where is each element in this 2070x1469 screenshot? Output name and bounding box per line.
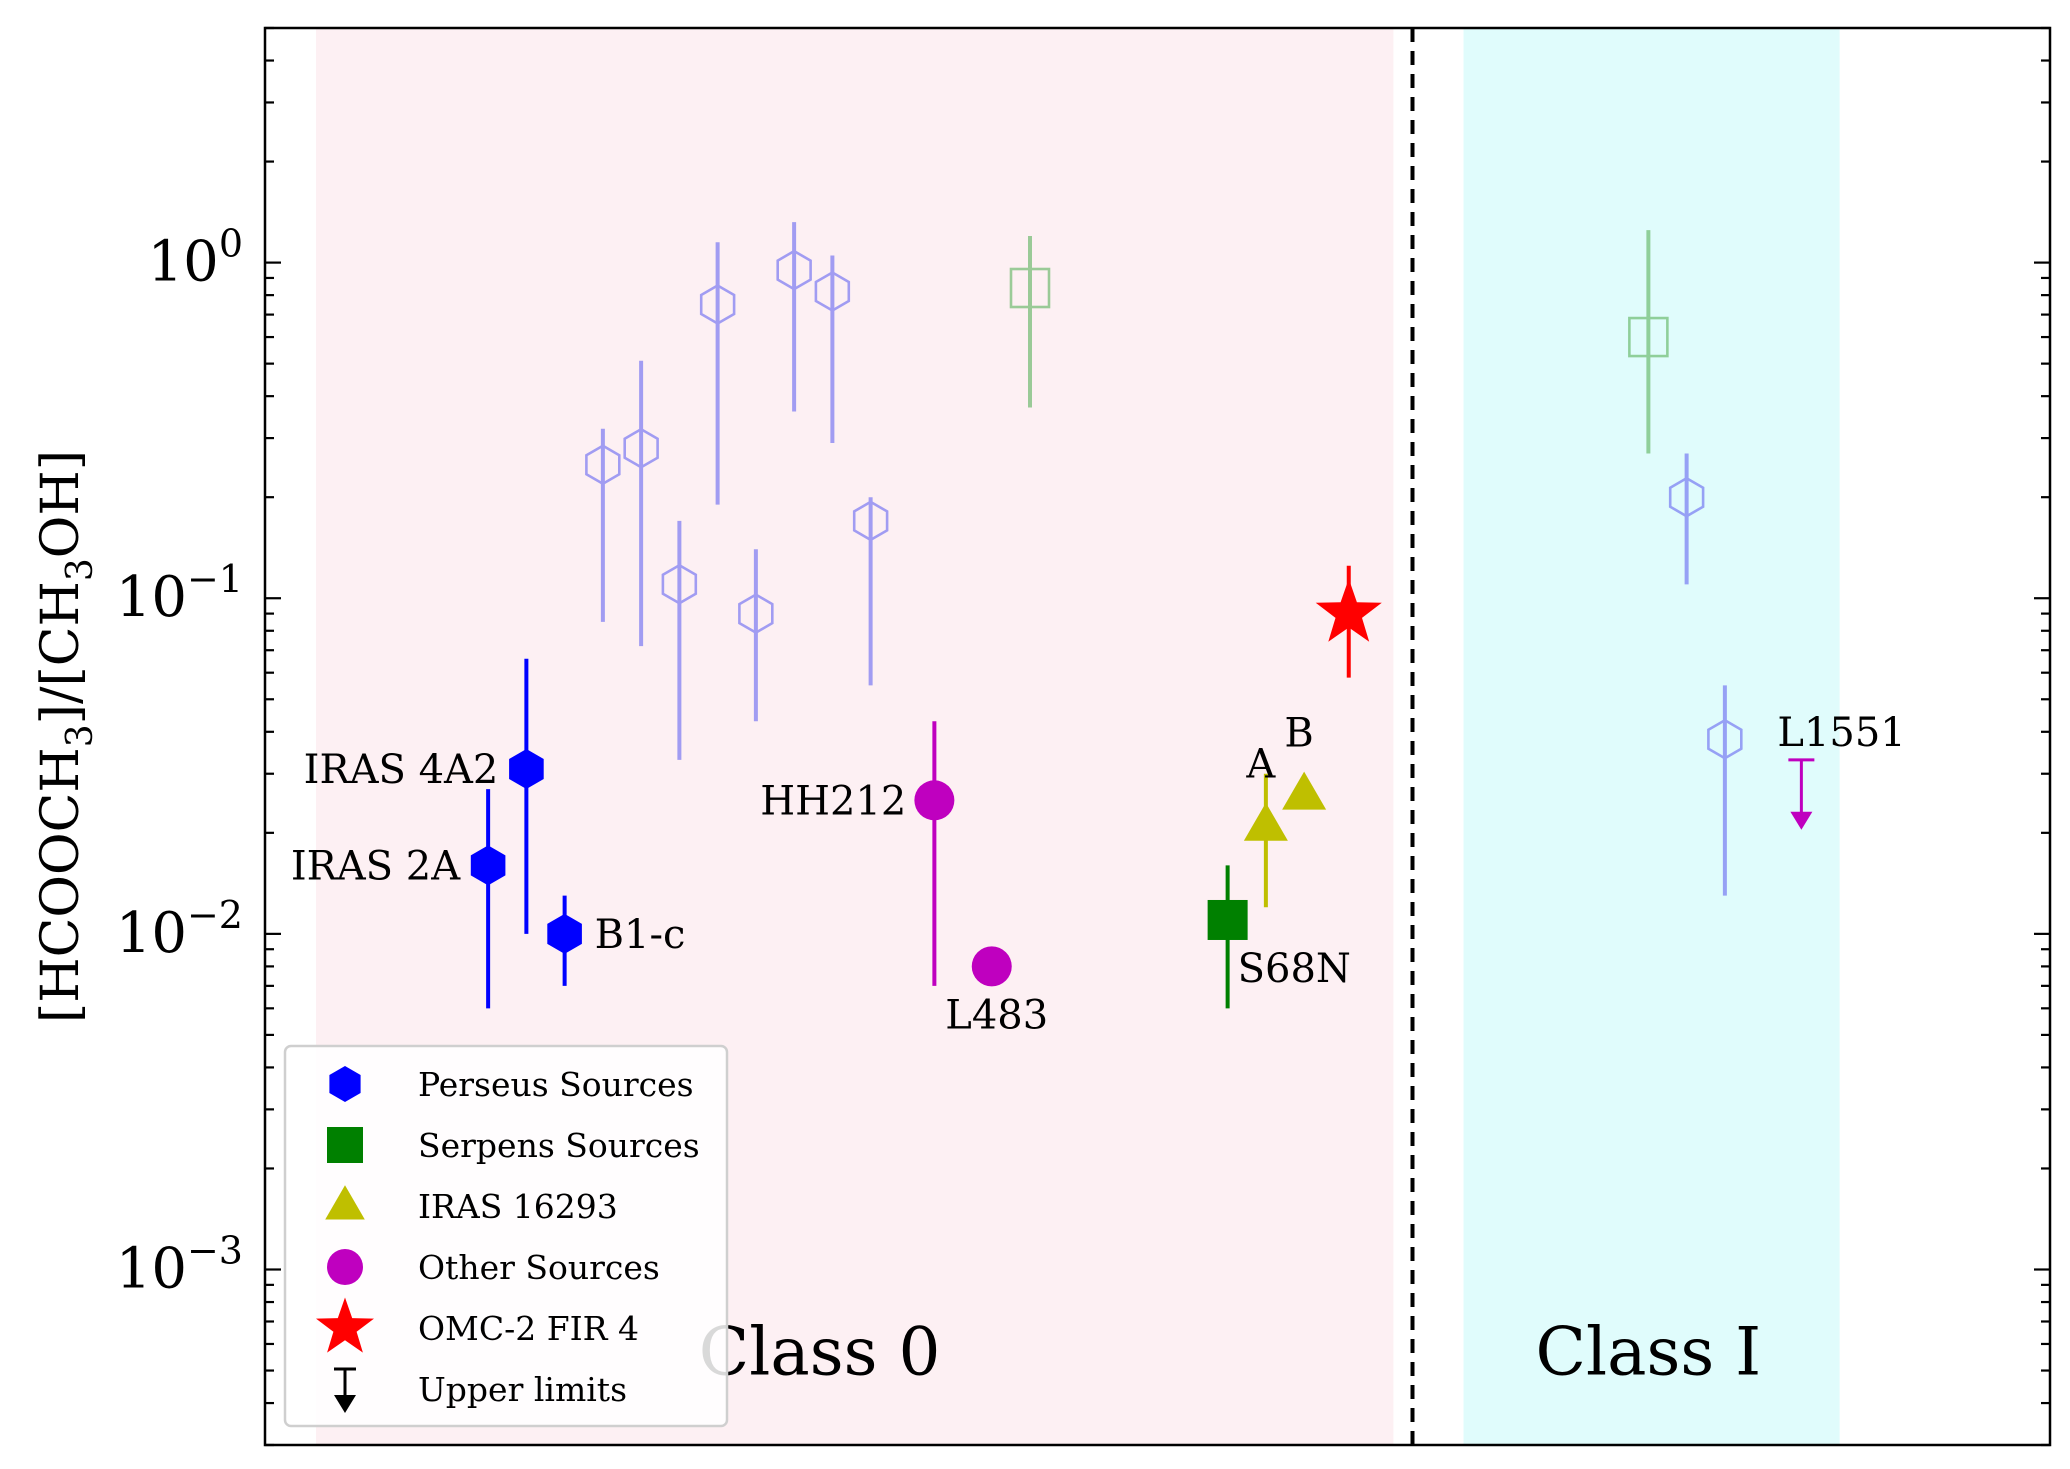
point-label: A xyxy=(1245,742,1276,788)
point-label: B xyxy=(1284,711,1313,757)
data-point xyxy=(585,444,621,486)
data-point xyxy=(1315,578,1382,642)
series-omc-2-fir-4 xyxy=(1315,565,1382,678)
region-label: Class I xyxy=(1536,1314,1762,1391)
y-tick-label: 10−3 xyxy=(116,1229,243,1302)
legend-label: Perseus Sources xyxy=(418,1065,694,1104)
data-point xyxy=(914,780,955,821)
point-label: HH212 xyxy=(760,778,906,824)
legend-entry: Upper limits xyxy=(334,1367,627,1413)
y-axis: 10−3 10−2 10−1 100 xyxy=(116,26,2050,1447)
point-label: L483 xyxy=(945,992,1048,1038)
legend-label: Other Sources xyxy=(418,1248,660,1287)
legend-entry: Other Sources xyxy=(327,1248,660,1287)
point-label: IRAS 4A2 xyxy=(304,747,499,793)
legend-entry: Serpens Sources xyxy=(327,1126,700,1165)
point-label: L1551 xyxy=(1777,710,1905,756)
data-point xyxy=(470,845,506,886)
legend-label: IRAS 16293 xyxy=(418,1187,618,1226)
plot-frame xyxy=(263,26,2052,1447)
series-perseus-faded- xyxy=(585,222,1743,896)
data-point xyxy=(971,946,1012,987)
series-perseus-sources xyxy=(470,658,582,1009)
y-axis-label: [HCOOCH3]/[CH3OH] xyxy=(31,450,101,1023)
y-tick-label: 10−2 xyxy=(116,893,243,966)
series-serpens-faded- xyxy=(1009,230,1669,454)
series-serpens-sources xyxy=(1207,865,1248,1009)
data-point xyxy=(547,913,582,954)
series-iras-16293 xyxy=(1243,771,1327,908)
data-point xyxy=(852,500,889,542)
region-labels: Class 0 Class I xyxy=(699,1314,1761,1391)
y-tick-label: 100 xyxy=(148,222,243,295)
upper-limit-marker xyxy=(1788,758,1815,830)
data-point xyxy=(1207,899,1248,940)
legend-entry: IRAS 16293 xyxy=(325,1185,618,1226)
legend-box xyxy=(283,1044,729,1428)
legend-label: Serpens Sources xyxy=(418,1126,700,1165)
data-point xyxy=(623,427,659,469)
legend-label: Upper limits xyxy=(418,1370,627,1409)
data-point xyxy=(1282,771,1327,810)
series-other-sources xyxy=(914,721,1012,987)
data-point xyxy=(699,283,736,326)
region-class-i xyxy=(1463,28,1840,1445)
data-point xyxy=(1707,718,1743,760)
legend-entry: OMC-2 FIR 4 xyxy=(316,1297,639,1353)
data-point xyxy=(1628,316,1669,358)
legend-triangle-icon xyxy=(325,1185,365,1220)
y-tick-label: 10−1 xyxy=(116,557,243,630)
data-point xyxy=(1668,476,1705,518)
legend-square-icon xyxy=(327,1127,363,1163)
legend-star-icon xyxy=(316,1297,374,1353)
point-label: S68N xyxy=(1238,946,1351,992)
point-label: IRAS 2A xyxy=(291,843,461,889)
data-point xyxy=(776,249,812,291)
legend-entry: Perseus Sources xyxy=(329,1065,694,1104)
region-label: Class 0 xyxy=(699,1314,941,1391)
data-point xyxy=(1009,267,1051,309)
upper-limit-arrowhead xyxy=(1790,811,1813,830)
point-label: B1-c xyxy=(595,912,686,958)
legend-upper-limit-icon xyxy=(334,1367,356,1413)
data-point xyxy=(1243,802,1288,841)
legend-label: OMC-2 FIR 4 xyxy=(418,1309,639,1348)
upper-limit-arrowhead xyxy=(334,1395,356,1413)
data-point xyxy=(814,270,851,313)
data-point xyxy=(738,593,774,635)
legend-circle-icon xyxy=(327,1249,363,1285)
series-other-sources-upper-limit xyxy=(1788,758,1815,830)
data-point xyxy=(661,563,698,605)
legend-hexagon-icon xyxy=(329,1066,361,1102)
data-point xyxy=(509,749,544,789)
data-series xyxy=(470,222,1815,1009)
y-axis-label-text: [HCOOCH3]/[CH3OH] xyxy=(31,450,101,1023)
